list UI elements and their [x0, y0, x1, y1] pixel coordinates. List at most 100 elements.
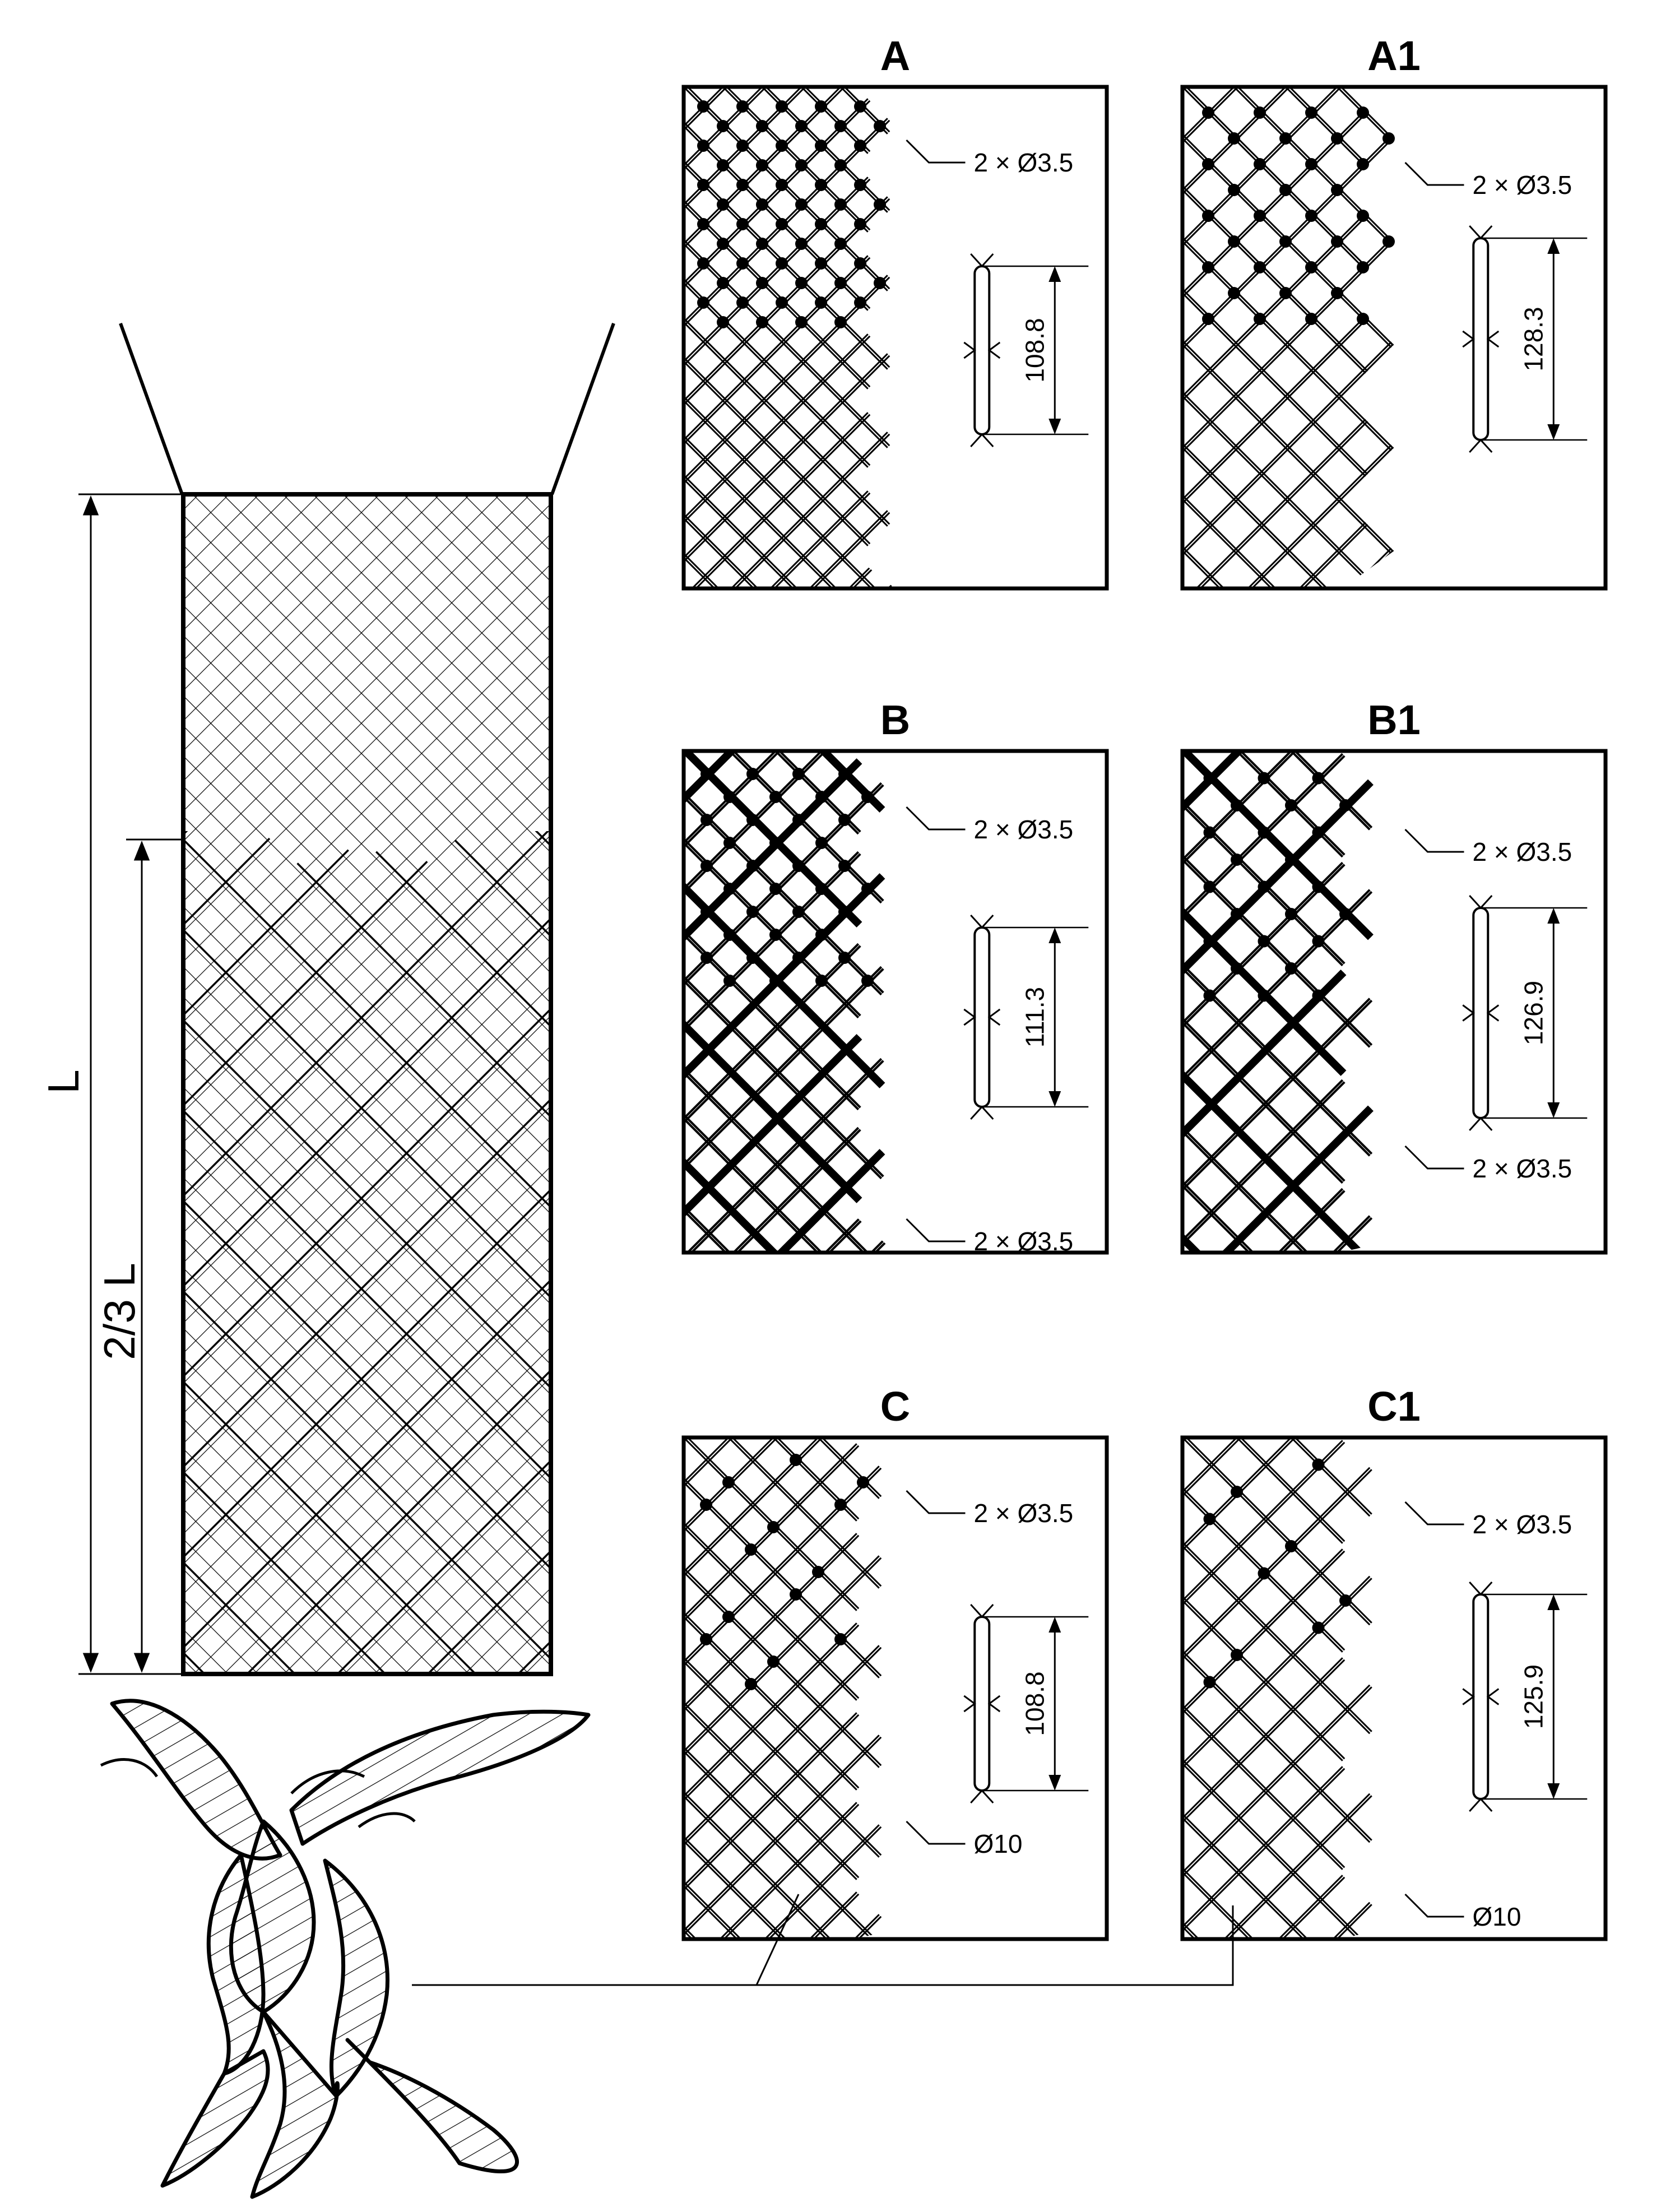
knot-dot	[776, 296, 788, 309]
mesh-twine	[1206, 87, 1661, 588]
knot-dot	[874, 277, 886, 289]
mesh-twine	[684, 1437, 832, 1939]
mesh-size-label: 108.8	[1020, 1671, 1049, 1736]
mesh-twine	[685, 751, 896, 1253]
mesh-size-label: 125.9	[1519, 1664, 1548, 1729]
mesh-twine	[1563, 751, 1661, 1253]
knot-dot	[1305, 313, 1317, 325]
mesh-twine	[684, 751, 896, 1253]
mesh-twine	[1567, 1437, 1661, 1939]
mesh-twine	[765, 87, 896, 588]
mesh-twine	[1182, 751, 1394, 1253]
mesh-size-label: 108.8	[1020, 318, 1049, 382]
knot-dot	[834, 1633, 847, 1645]
knot-dot	[1228, 235, 1240, 248]
mesh-twine	[0, 751, 86, 1253]
knot-dot	[700, 1633, 712, 1645]
mesh-twine	[0, 87, 52, 588]
mesh-twine	[684, 1437, 778, 1939]
mesh-twine	[1182, 751, 1394, 1253]
mesh-twine	[0, 1437, 64, 1939]
mesh-twine	[732, 751, 896, 1253]
knot-dot	[756, 238, 768, 250]
mesh-twine	[1586, 87, 1661, 588]
mesh-twine	[684, 1437, 873, 1939]
mesh-twine	[1182, 1437, 1394, 1939]
mesh-twine	[684, 751, 865, 1253]
knot-dot	[1228, 184, 1240, 196]
mesh-twine	[1258, 1437, 1661, 1939]
knot-dot	[1357, 313, 1369, 325]
knot-dot	[1285, 854, 1297, 866]
panel-frame	[681, 749, 1109, 1255]
mesh-twine	[1182, 1437, 1394, 1939]
knot-dot	[776, 218, 788, 230]
knot-dot	[838, 906, 851, 918]
knot-dot	[857, 1476, 869, 1488]
mesh-twine	[0, 1437, 150, 1939]
mesh-twine	[734, 87, 896, 588]
mesh-twine	[1637, 87, 1661, 588]
mesh-twine	[730, 87, 896, 588]
mesh-twine	[684, 87, 896, 588]
mesh-twine	[1603, 751, 1661, 1253]
knot-dot	[1279, 235, 1292, 248]
mesh-twine	[1182, 751, 1394, 1253]
knot-dots	[700, 1454, 869, 1690]
panel-frame	[681, 1435, 1109, 1941]
knot-dot	[1203, 826, 1216, 839]
mesh-twine	[684, 751, 827, 1253]
mesh-twine	[1182, 1437, 1394, 1939]
knot-dot	[1285, 799, 1297, 811]
mesh-twine	[684, 751, 896, 1253]
mesh-twine	[1611, 751, 1661, 1253]
net-outline	[181, 492, 553, 1676]
knot-dot	[790, 1454, 802, 1466]
mesh-size-gauge	[1472, 237, 1490, 441]
knot-dot	[1203, 880, 1216, 893]
mesh-twine	[684, 87, 873, 588]
mesh-size-label: 126.9	[1519, 981, 1548, 1045]
knot-dot	[700, 906, 713, 918]
mesh-twine	[684, 751, 896, 1253]
mesh-twine	[1182, 751, 1394, 1253]
mesh-twine	[1182, 87, 1394, 588]
knot-dot	[834, 198, 847, 211]
gauge-marks	[963, 341, 1001, 359]
knot-dot	[736, 257, 749, 270]
mesh-twine	[1182, 1437, 1394, 1939]
mesh-twine	[1599, 87, 1661, 588]
knot-dot	[1258, 880, 1270, 893]
knot-dot	[697, 140, 709, 152]
mesh-twine	[0, 751, 53, 1253]
mesh-twine	[1181, 1437, 1661, 1939]
knot-dot	[790, 1588, 802, 1601]
mesh-twine	[1182, 751, 1364, 1253]
gauge-marks	[963, 1008, 1001, 1026]
mesh-twine	[0, 751, 44, 1253]
knot-dots	[1202, 106, 1395, 325]
knot-dot	[815, 791, 828, 803]
mesh-twine	[684, 87, 798, 588]
mesh-twine	[1351, 87, 1661, 588]
mesh-twine	[1182, 87, 1380, 588]
mesh-twine	[1182, 751, 1394, 1253]
knot-dot	[746, 860, 759, 872]
mesh-twine	[1182, 1437, 1363, 1939]
knot-dot	[717, 120, 729, 132]
mesh-twine	[1609, 1437, 1661, 1939]
mesh-twine	[684, 1437, 896, 1939]
mesh-twine	[684, 751, 896, 1253]
knot-dot	[756, 159, 768, 171]
mesh-twine	[690, 751, 896, 1253]
mesh-twine	[1182, 87, 1394, 588]
mesh-twine	[684, 751, 896, 1253]
knot-dot	[745, 1543, 757, 1556]
mesh-twine	[1182, 87, 1338, 588]
mesh-twine	[0, 87, 137, 588]
mesh-twine	[0, 87, 208, 588]
knot-dot	[861, 791, 874, 803]
mesh-twine	[0, 1437, 68, 1939]
mesh-twine	[1629, 87, 1661, 588]
